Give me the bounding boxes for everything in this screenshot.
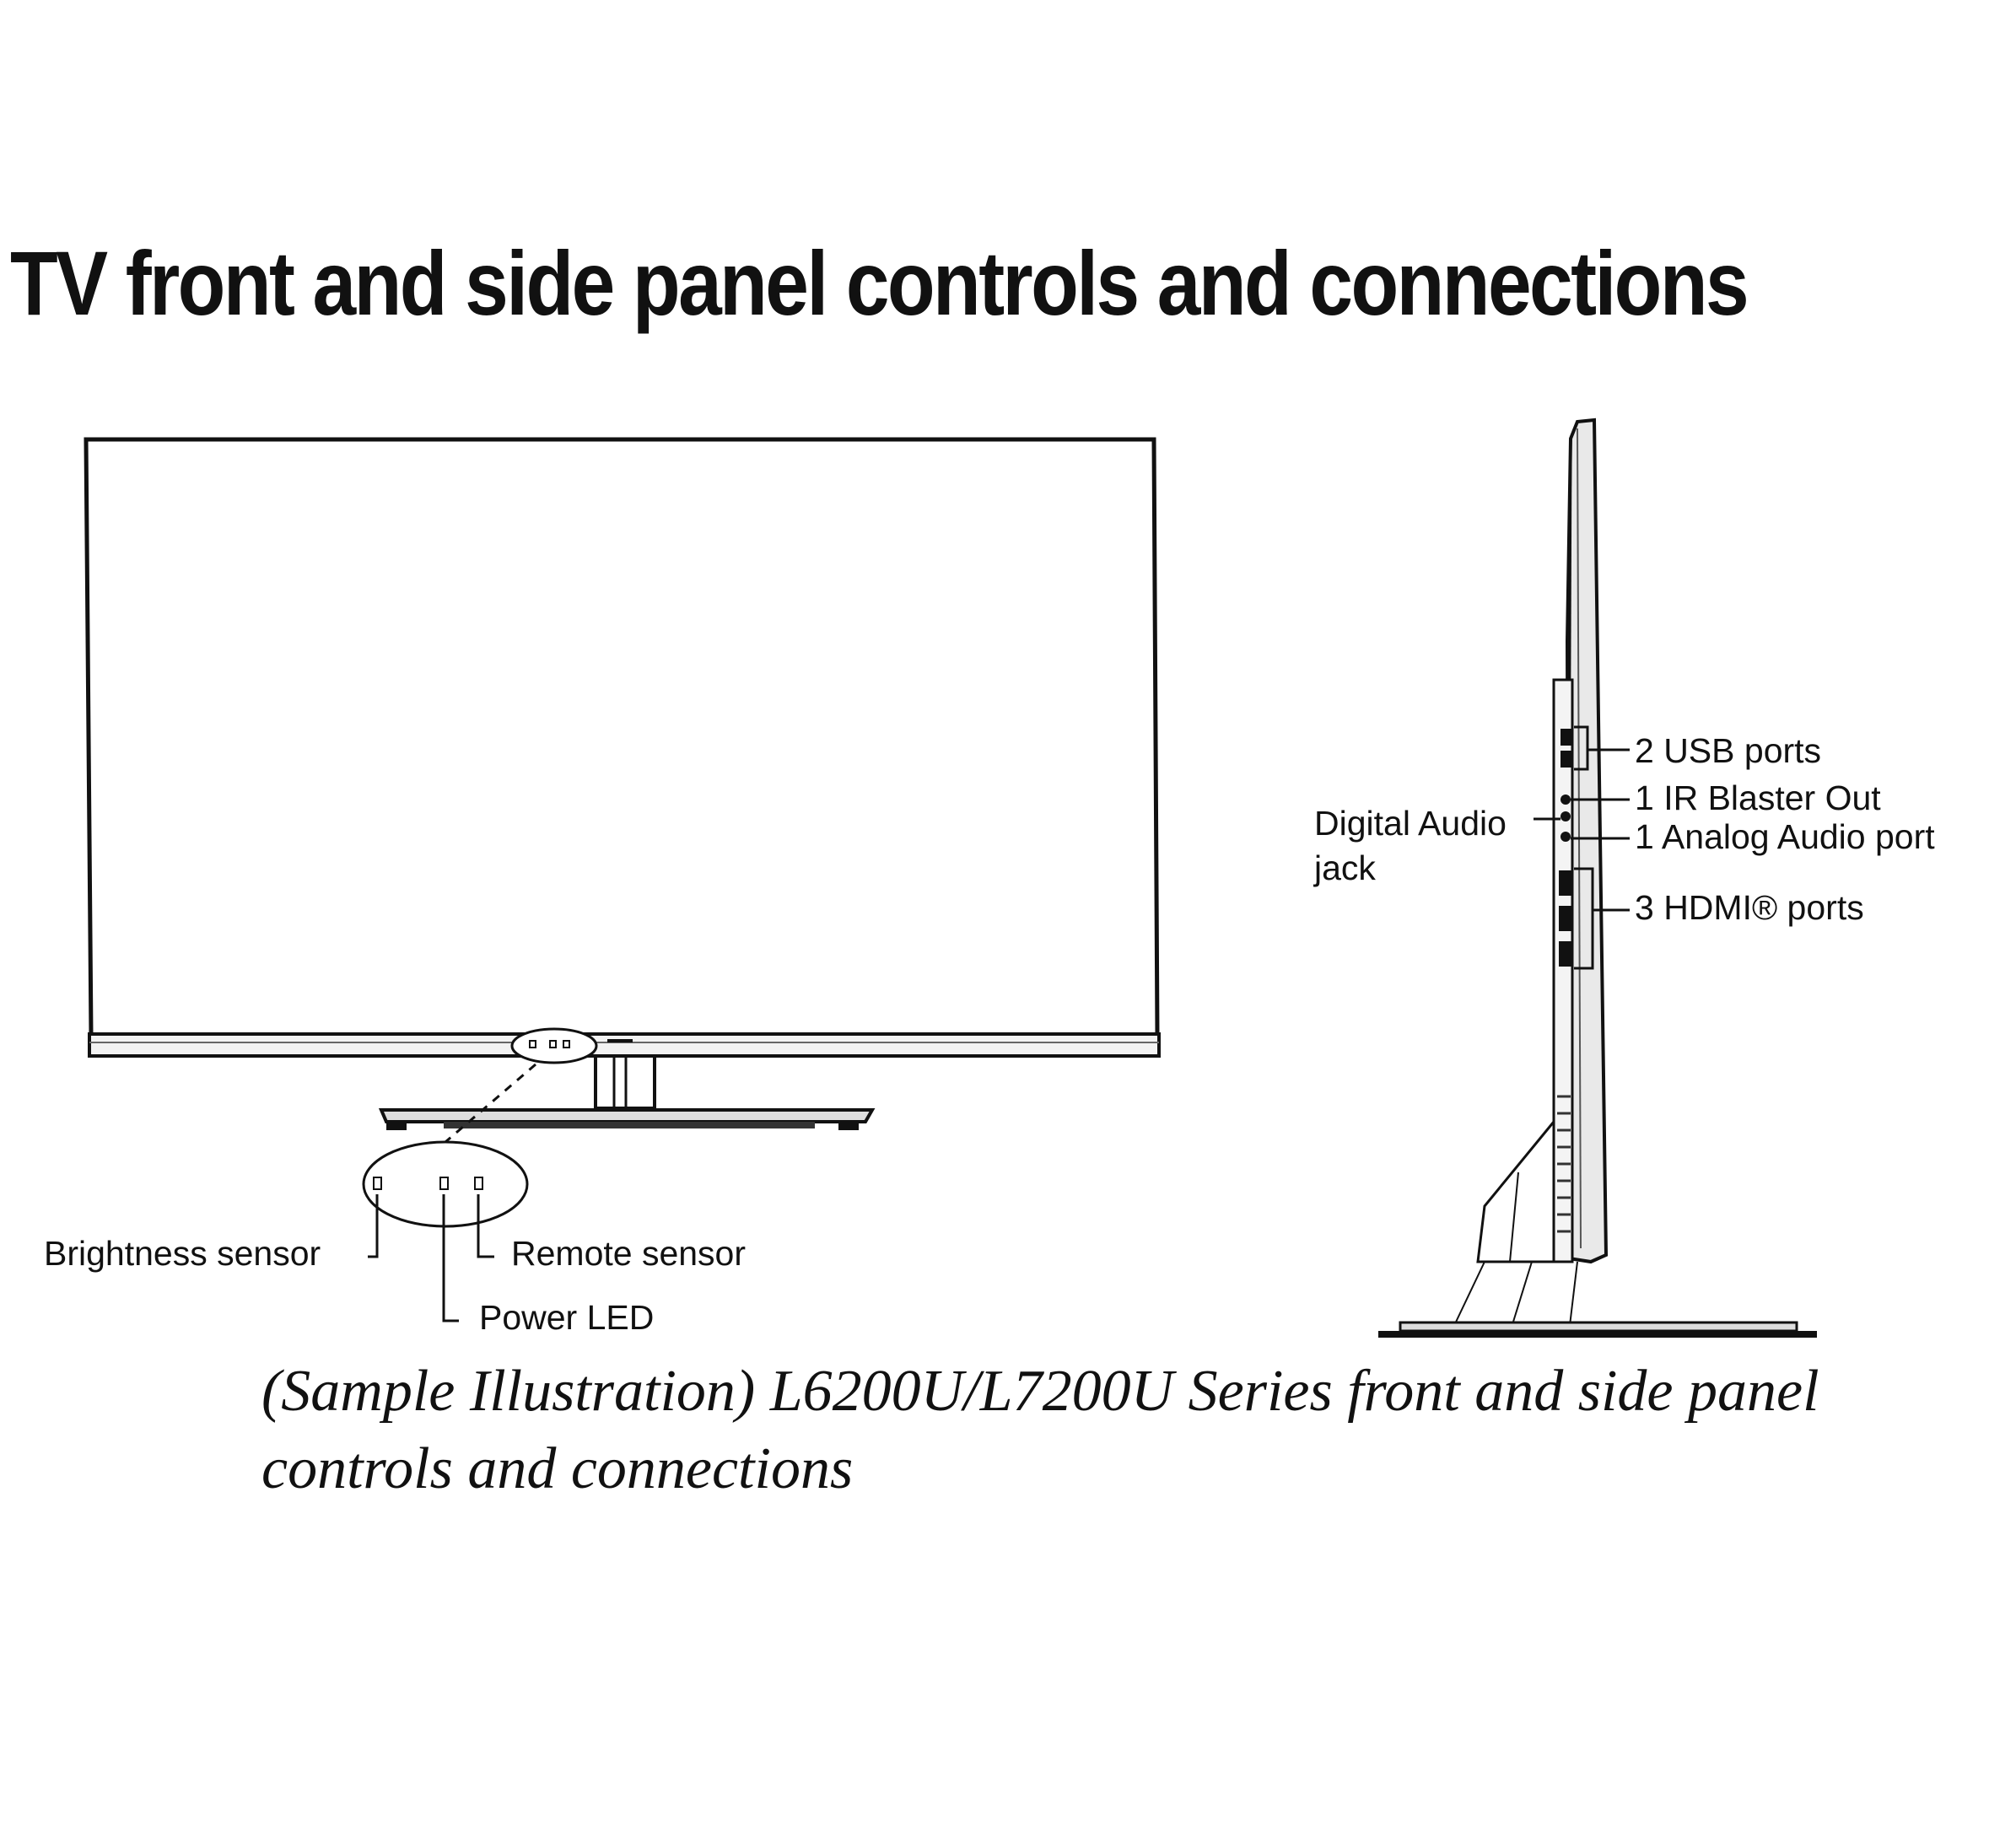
- hdmi-port-icon: [1559, 906, 1572, 931]
- digital-audio-jack-icon: [1561, 811, 1571, 821]
- brightness-sensor-icon: [373, 1177, 382, 1190]
- ir-blaster-label: 1 IR Blaster Out: [1635, 778, 1881, 817]
- digital-audio-label-line2: jack: [1314, 848, 1376, 888]
- brightness-sensor-label: Brightness sensor: [44, 1234, 321, 1273]
- usb-port-icon: [1561, 751, 1572, 768]
- remote-sensor-icon: [474, 1177, 483, 1190]
- digital-audio-label-line1: Digital Audio: [1314, 804, 1507, 843]
- ir-blaster-jack-icon: [1561, 794, 1571, 805]
- analog-audio-jack-icon: [1561, 832, 1571, 842]
- usb-ports-label: 2 USB ports: [1635, 731, 1822, 770]
- digital-audio-label: Digital Audio jack: [1314, 801, 1507, 891]
- sensor-zoom-callout: [362, 1140, 529, 1228]
- tv-bezel: [88, 1032, 1161, 1058]
- tv-side-stand-base: [1399, 1321, 1798, 1333]
- brand-logo-mark: [607, 1039, 633, 1042]
- hdmi-port-icon: [1559, 870, 1572, 896]
- power-led-icon: [439, 1177, 449, 1190]
- tv-front-view: [84, 437, 1161, 1322]
- power-led-label: Power LED: [479, 1298, 655, 1337]
- hdmi-port-icon: [1559, 941, 1572, 967]
- hdmi-ports-label: 3 HDMI® ports: [1635, 888, 1864, 927]
- remote-sensor-label: Remote sensor: [511, 1234, 747, 1273]
- tv-side-view: [1378, 417, 1817, 1338]
- usb-port-icon: [1561, 729, 1572, 746]
- bezel-sensor-area: [510, 1027, 598, 1064]
- analog-audio-label: 1 Analog Audio port: [1635, 817, 1935, 856]
- page-title: TV front and side panel controls and con…: [10, 232, 1749, 334]
- side-port-bay: [1552, 678, 1574, 1263]
- tv-screen: [84, 437, 1160, 1038]
- figure-caption: (Sample Illustration) L6200U/L7200U Seri…: [261, 1359, 1819, 1501]
- tv-stand-base: [378, 1108, 876, 1123]
